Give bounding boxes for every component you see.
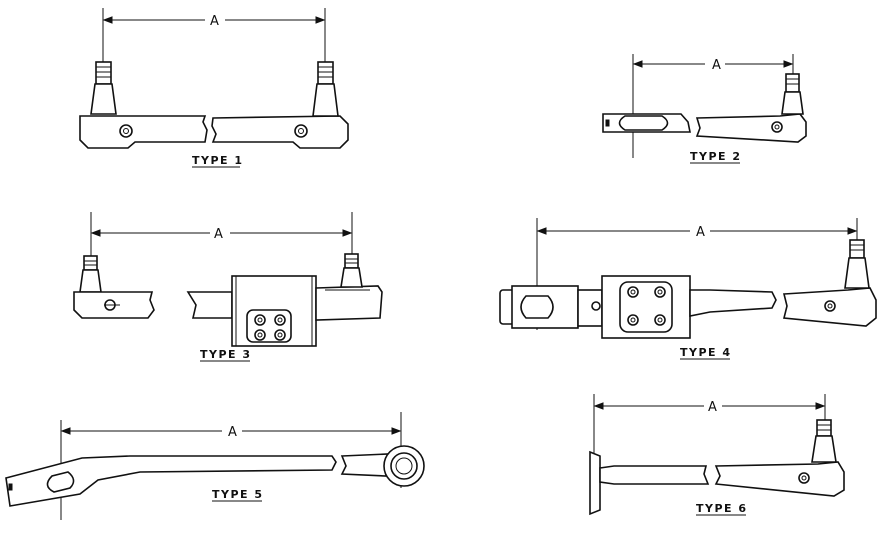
- type-2-label: TYPE 2: [690, 150, 742, 163]
- dimension-a-label: A: [210, 14, 219, 29]
- type-3-label: TYPE 3: [200, 348, 252, 361]
- type-4-figure: A TYPE 4: [499, 218, 877, 360]
- type-3-figure: A TYPE 3: [73, 212, 383, 362]
- type-1-figure: A TYPE 1: [79, 8, 349, 168]
- type-6-label: TYPE 6: [696, 502, 748, 515]
- dimension-a-label: A: [708, 400, 717, 415]
- dimension-a-label: A: [228, 425, 237, 440]
- dimension-a-label: A: [214, 227, 223, 242]
- type-2-figure: A TYPE 2: [602, 54, 807, 164]
- dimension-a-label: A: [712, 58, 721, 73]
- type-6-figure: A TYPE 6: [589, 394, 845, 516]
- type-1-label: TYPE 1: [192, 154, 244, 167]
- type-4-label: TYPE 4: [680, 346, 732, 359]
- type-5-label: TYPE 5: [212, 488, 264, 501]
- dimension-a-label: A: [696, 225, 705, 240]
- type-5-figure: A TYPE 5: [5, 412, 425, 520]
